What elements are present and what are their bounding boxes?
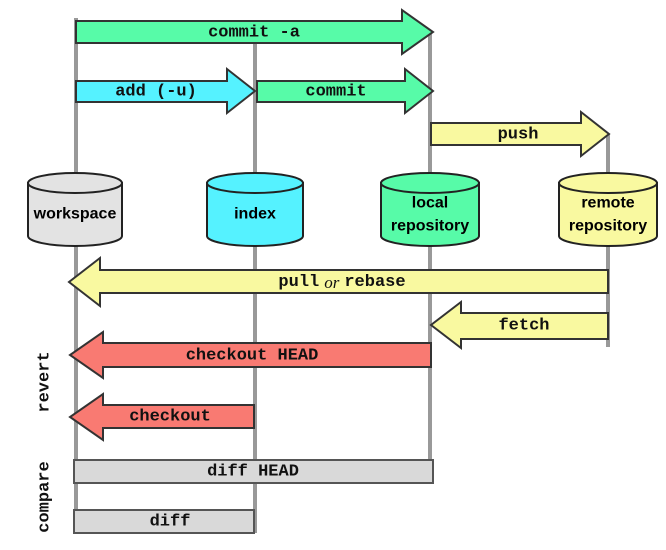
cylinder-top-icon [27,172,123,194]
cylinder-top-icon [380,172,480,194]
right-arrow-icon [256,66,435,116]
arrow-commit-a: commit -a [75,8,435,56]
arrow-checkout-label: checkout [129,408,211,427]
arrow-checkout: checkout [68,392,255,442]
side-label-revert: revert [36,351,55,412]
left-arrow-icon [67,255,609,309]
cylinder-top-icon [206,172,304,194]
right-arrow-icon [75,66,257,116]
arrow-commit-a-label: commit -a [208,24,300,43]
node-workspace: workspace [27,172,123,247]
node-local-label-line1: local [412,195,448,212]
node-index-label: index [234,206,276,223]
bar-rect [73,509,255,534]
node-remote-label-line1: remote [581,195,634,212]
arrow-commit-label: commit [305,83,366,102]
left-arrow-icon [429,299,609,351]
bar-diff-head-label: diff HEAD [207,463,299,482]
cylinder-icon [206,182,304,247]
node-workspace-label: workspace [33,206,117,223]
arrow-checkout-head: checkout HEAD [68,330,432,380]
node-remote-label-line2: repository [569,218,647,235]
or-word: or [324,273,340,292]
arrow-fetch: fetch [429,299,609,351]
right-arrow-icon [430,109,611,159]
node-index: index [206,172,304,247]
cylinder-top-icon [558,172,658,194]
arrow-push: push [430,109,611,159]
left-arrow-icon [68,392,255,442]
arrow-add-u: add (-u) [75,66,257,116]
cylinder-icon [558,182,658,247]
bar-rect [73,459,434,484]
side-label-compare: compare [36,461,55,532]
cylinder-icon [27,182,123,247]
rebase-word: rebase [344,273,405,292]
arrow-add-u-label: add (-u) [115,83,197,102]
right-arrow-icon [75,8,435,56]
pull-word: pull [278,273,319,292]
left-arrow-icon [68,330,432,380]
cylinder-icon [380,182,480,247]
arrow-checkout-head-label: checkout HEAD [186,347,319,366]
arrow-push-label: push [498,126,539,145]
bar-diff-head: diff HEAD [73,459,434,484]
bar-diff-label: diff [150,513,191,532]
node-local-repository: local repository [380,172,480,247]
node-remote-repository: remote repository [558,172,658,247]
arrow-commit: commit [256,66,435,116]
bar-diff: diff [73,509,255,534]
node-local-label-line2: repository [391,218,469,235]
arrow-fetch-label: fetch [498,317,549,336]
